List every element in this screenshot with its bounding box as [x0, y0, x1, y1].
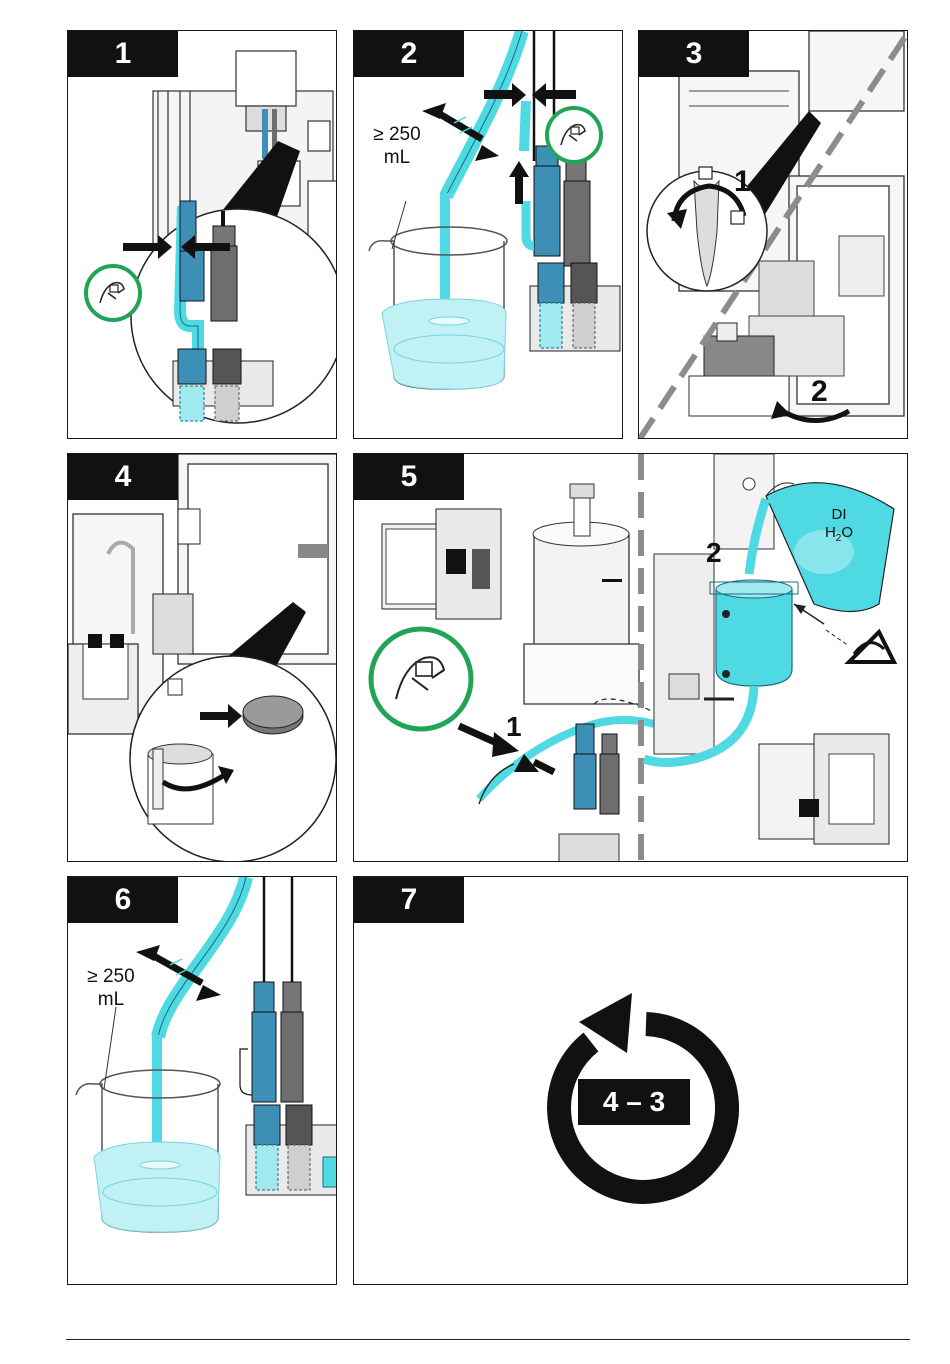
eye-icon — [849, 632, 894, 662]
step-label-6: 6 — [68, 877, 178, 923]
h2o-label: H2O — [814, 524, 864, 548]
step-1-illustration — [68, 31, 337, 439]
volume-unit: mL — [362, 146, 432, 169]
step-2-illustration — [354, 31, 623, 439]
volume-value: ≥ 250 — [362, 123, 432, 146]
panel-step-6: 6 ≥ 250 mL — [67, 876, 337, 1285]
panel-step-1: 1 — [67, 30, 337, 439]
hand-pinch-icon — [547, 108, 601, 162]
step-3-illustration: 1 2 — [639, 31, 908, 439]
probe-icon — [211, 246, 237, 321]
volume-value: ≥ 250 — [76, 965, 146, 988]
sub-step-2-label: 2 — [811, 375, 828, 408]
panel-step-4: 4 — [67, 453, 337, 862]
step-label-5: 5 — [354, 454, 464, 500]
analyzer-enclosure-left-icon — [382, 509, 501, 619]
step-label-1: 1 — [68, 31, 178, 77]
analyzer-enclosure-right-icon — [759, 734, 889, 844]
cap-icon — [243, 696, 303, 734]
repeat-steps-text: 4 – 3 — [603, 1086, 665, 1117]
di-water-label: DI H2O — [814, 506, 864, 548]
sub-step-1-label: 1 — [506, 711, 522, 742]
step-label-7: 7 — [354, 877, 464, 923]
panel-step-7: 7 4 – 3 — [353, 876, 908, 1285]
panel-step-2: 2 ≥ 250 mL — [353, 30, 623, 439]
hand-pinch-icon — [86, 266, 140, 320]
overflow-vessel — [524, 484, 639, 704]
panel-step-3: 3 1 2 — [638, 30, 908, 439]
probe-icon — [240, 982, 303, 1102]
sub-step-2-label: 2 — [706, 537, 722, 568]
step-4-illustration — [68, 454, 337, 862]
step-7-illustration: 4 – 3 — [354, 877, 908, 1285]
volume-unit: mL — [76, 988, 146, 1011]
volume-label: ≥ 250 mL — [76, 965, 146, 1011]
beaker-icon — [76, 1070, 220, 1232]
beaker-icon — [369, 227, 507, 389]
footer-rule — [66, 1339, 910, 1340]
step-label-4: 4 — [68, 454, 178, 500]
di-label: DI — [814, 506, 864, 524]
panel-step-5: 5 DI H2O — [353, 453, 908, 862]
step-label-2: 2 — [354, 31, 464, 77]
sub-step-1-label: 1 — [734, 165, 751, 198]
volume-label: ≥ 250 mL — [362, 123, 432, 169]
step-6-illustration — [68, 877, 337, 1285]
hand-pinch-icon — [371, 629, 471, 729]
step-label-3: 3 — [639, 31, 749, 77]
